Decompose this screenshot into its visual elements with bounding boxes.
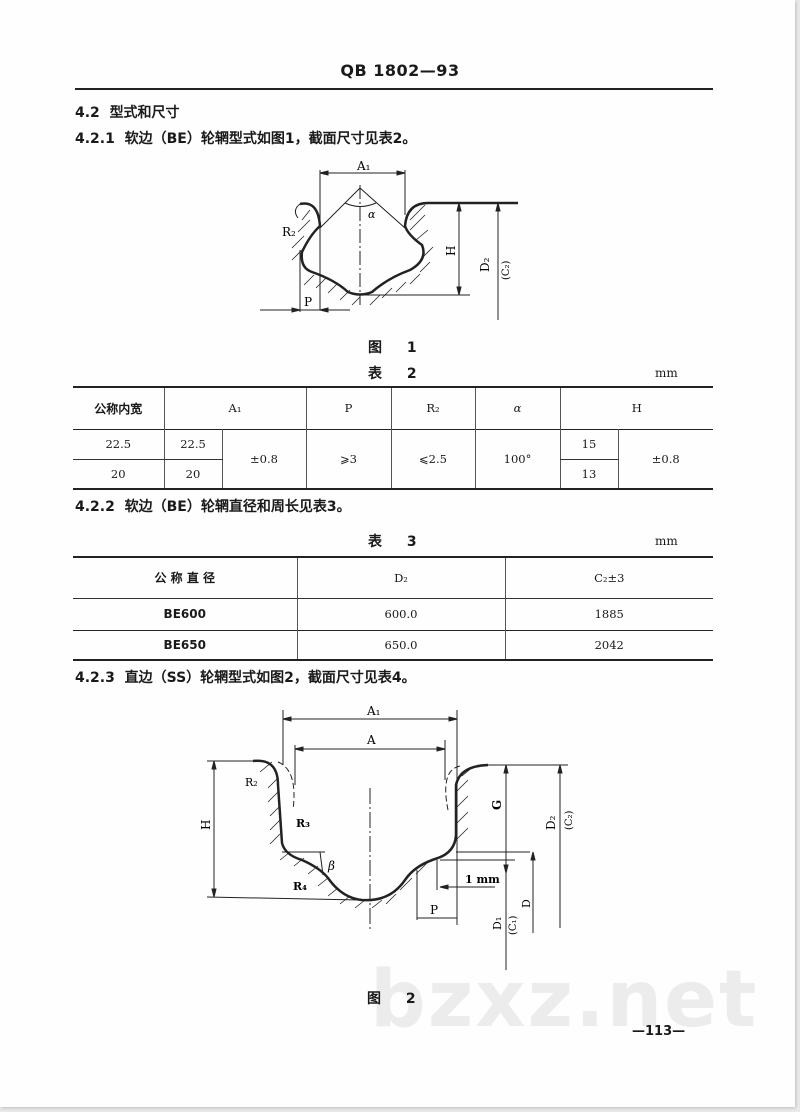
- section-number: 4.2.3: [75, 670, 115, 686]
- header-alpha: α: [474, 387, 560, 429]
- label-D2: D₂: [478, 257, 492, 272]
- nominal-diameter-cell: BE600: [163, 607, 206, 621]
- P-cell: ⩾3: [305, 429, 391, 489]
- figure-2-caption: 图 2: [367, 991, 426, 1007]
- table-2-caption: 表 2: [368, 366, 427, 382]
- section-number: 4.2: [75, 105, 100, 121]
- header-D2: D₂: [296, 557, 505, 598]
- label-D: D: [520, 899, 533, 908]
- table-2: 公称内宽 A₁ P R₂ α H 22.5 22.5 ±0.8 ⩾3 ⩽2.5 …: [73, 386, 713, 490]
- label-C1: (C₁): [508, 915, 519, 935]
- alpha-cell: 100°: [474, 429, 560, 489]
- section-text: 软边（BE）轮辋直径和周长见表3。: [124, 499, 351, 515]
- table-3-caption: 表 3: [368, 534, 427, 550]
- header-nominal-width: 公称内宽: [94, 401, 143, 416]
- table-3: 公 称 直 径 D₂ C₂±3 BE600 600.0 1885 BE650 6…: [73, 556, 713, 661]
- section-4-2-2: 4.2.2 软边（BE）轮辋直径和周长见表3。: [75, 496, 351, 516]
- table-3-unit: mm: [655, 534, 678, 548]
- label-H: H: [444, 246, 458, 256]
- label-beta: β: [327, 859, 335, 873]
- header-C2: C₂±3: [504, 557, 713, 598]
- figure-1-caption: 图 1: [368, 340, 427, 356]
- label-D2: D₂: [544, 815, 558, 830]
- R2-cell: ⩽2.5: [390, 429, 475, 489]
- section-number: 4.2.1: [75, 131, 115, 147]
- label-R3: R₃: [296, 817, 310, 830]
- label-H: H: [199, 820, 213, 830]
- label-P: P: [304, 295, 312, 309]
- header-P: P: [305, 387, 391, 429]
- table-row: 22.5 22.5 ±0.8 ⩾3 ⩽2.5 100° 15 ±0.8: [73, 429, 713, 489]
- label-P: P: [430, 903, 438, 917]
- label-alpha: α: [368, 208, 376, 221]
- A1-cell: 20: [163, 459, 222, 489]
- standard-code: QB 1802—93: [340, 61, 460, 80]
- section-4-2-heading: 4.2 型式和尺寸: [75, 102, 180, 122]
- section-text: 软边（BE）轮辋型式如图1，截面尺寸见表2。: [124, 131, 417, 147]
- watermark: bzxz.net: [370, 955, 759, 1045]
- header-rule: [75, 88, 713, 90]
- figure-2-diagram: A₁ A R₂ R₃ β R₄ H G D₂ (C₂) 1 mm P D₁ (C…: [199, 704, 575, 970]
- H-cell: 15: [559, 429, 618, 460]
- C2-cell: 2042: [504, 630, 713, 660]
- table-2-unit: mm: [655, 366, 678, 380]
- page-number: —113—: [632, 1024, 686, 1039]
- label-C2: (C₂): [564, 810, 575, 830]
- A1-cell: 22.5: [163, 429, 222, 460]
- section-text: 直边（SS）轮辋型式如图2，截面尺寸见表4。: [124, 670, 416, 686]
- H-tolerance-cell: ±0.8: [617, 429, 713, 489]
- label-D1: D₁: [491, 917, 504, 930]
- H-cell: 13: [559, 459, 618, 489]
- A1-tolerance-cell: ±0.8: [221, 429, 306, 489]
- D2-cell: 600.0: [296, 598, 505, 630]
- section-4-2-3: 4.2.3 直边（SS）轮辋型式如图2，截面尺寸见表4。: [75, 667, 416, 687]
- table-row: BE600 600.0 1885: [73, 598, 713, 630]
- label-G: G: [490, 800, 504, 810]
- figure-1-diagram: A₁ α R₂ H D₂ (C₂) P: [260, 160, 518, 320]
- section-title: 型式和尺寸: [109, 105, 180, 121]
- label-R2: R₂: [282, 225, 296, 239]
- section-number: 4.2.2: [75, 499, 115, 515]
- C2-cell: 1885: [504, 598, 713, 630]
- header-A1: A₁: [163, 387, 306, 429]
- label-1mm: 1 mm: [465, 873, 500, 886]
- label-A1: A₁: [366, 704, 380, 718]
- nominal-width-cell: 20: [110, 466, 126, 481]
- label-A1: A₁: [356, 160, 370, 173]
- label-R4: R₄: [293, 880, 307, 893]
- nominal-diameter-cell: BE650: [163, 637, 206, 652]
- header-R2: R₂: [390, 387, 475, 429]
- label-C2: (C₂): [501, 260, 512, 280]
- D2-cell: 650.0: [296, 630, 505, 660]
- section-4-2-1: 4.2.1 软边（BE）轮辋型式如图1，截面尺寸见表2。: [75, 128, 416, 148]
- header-H: H: [559, 387, 713, 429]
- table-row: 20 20 13: [73, 459, 713, 489]
- label-A: A: [366, 733, 376, 747]
- header-nominal-diameter: 公 称 直 径: [154, 571, 216, 586]
- table-row: BE650 650.0 2042: [73, 630, 713, 660]
- label-R2: R₂: [245, 776, 258, 789]
- nominal-width-cell: 22.5: [73, 429, 164, 460]
